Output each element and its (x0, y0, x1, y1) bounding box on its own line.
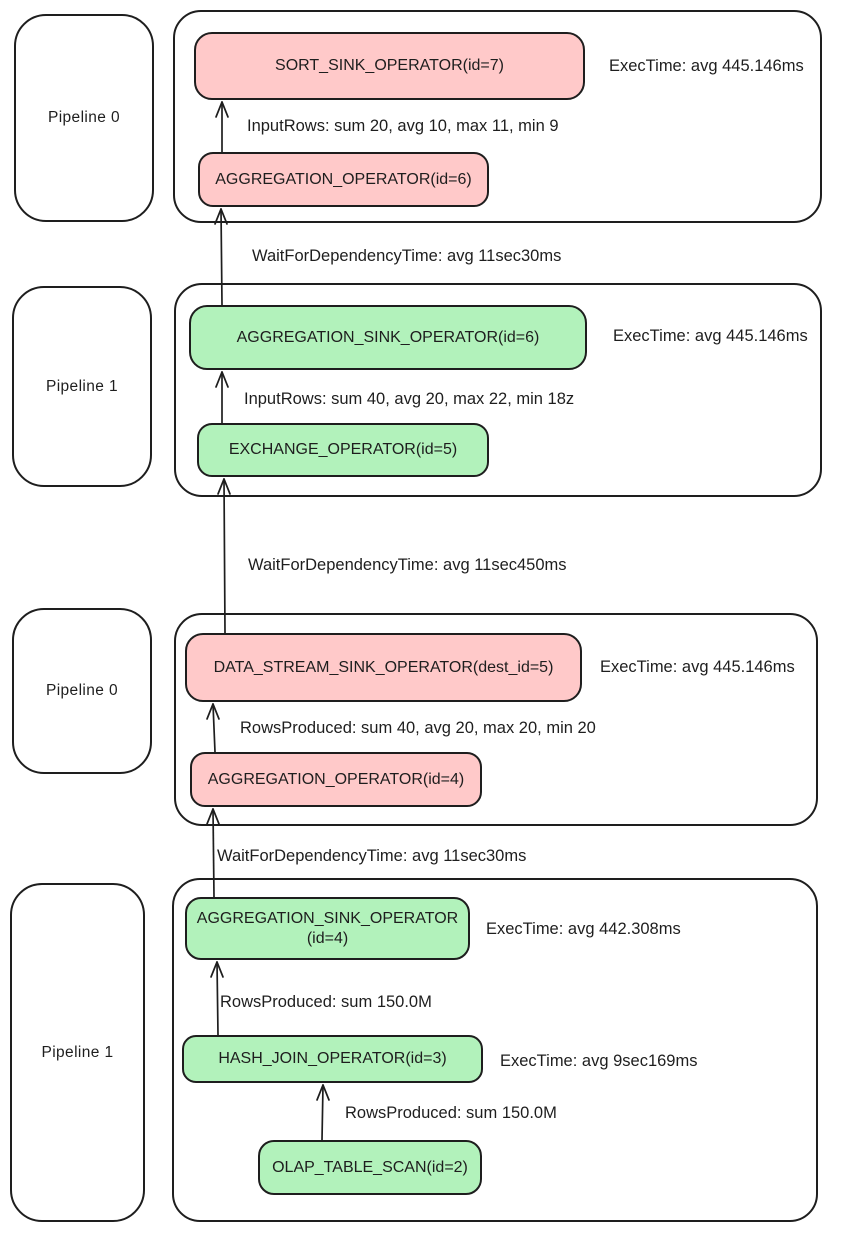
pipeline-label: Pipeline 0 (45, 682, 119, 699)
exec-time-label: ExecTime: avg 445.146ms (613, 326, 808, 345)
node-aggregation-sink-operator-4: AGGREGATION_SINK_OPERATOR (id=4) (185, 897, 470, 960)
node-label: AGGREGATION_SINK_OPERATOR (id=4) (196, 909, 459, 947)
edge-label-wait-dependency-1: WaitForDependencyTime: avg 11sec30ms (252, 246, 562, 265)
arrow-shaft (223, 478, 226, 634)
pipeline-box-3: Pipeline 1 (10, 883, 145, 1222)
pipeline-box-0: Pipeline 0 (14, 14, 154, 222)
node-sort-sink-operator: SORT_SINK_OPERATOR(id=7) (194, 32, 585, 100)
node-label: AGGREGATION_OPERATOR(id=4) (207, 770, 465, 788)
exec-time-label: ExecTime: avg 445.146ms (609, 56, 804, 75)
edge-label-wait-dependency-3: WaitForDependencyTime: avg 11sec30ms (217, 846, 527, 865)
node-olap-table-scan: OLAP_TABLE_SCAN(id=2) (258, 1140, 482, 1195)
node-label: DATA_STREAM_SINK_OPERATOR(dest_id=5) (213, 658, 554, 676)
pipeline-box-2: Pipeline 0 (12, 608, 152, 774)
node-label: HASH_JOIN_OPERATOR(id=3) (218, 1050, 447, 1067)
node-label: EXCHANGE_OPERATOR(id=5) (228, 441, 458, 458)
node-exchange-operator: EXCHANGE_OPERATOR(id=5) (197, 423, 489, 477)
node-aggregation-sink-operator-6: AGGREGATION_SINK_OPERATOR(id=6) (189, 305, 587, 370)
node-hash-join-operator: HASH_JOIN_OPERATOR(id=3) (182, 1035, 483, 1083)
edge-label-wait-dependency-2: WaitForDependencyTime: avg 11sec450ms (248, 555, 567, 574)
edge-label-rows-produced: RowsProduced: sum 150.0M (345, 1103, 557, 1122)
node-label: OLAP_TABLE_SCAN(id=2) (272, 1158, 468, 1176)
edge-label-rows-produced: RowsProduced: sum 40, avg 20, max 20, mi… (240, 718, 596, 737)
exec-time-label: ExecTime: avg 442.308ms (486, 919, 681, 938)
pipeline-label: Pipeline 0 (47, 109, 121, 126)
node-aggregation-operator-6: AGGREGATION_OPERATOR(id=6) (198, 152, 489, 207)
pipeline-label: Pipeline 1 (41, 1043, 114, 1061)
pipeline-label: Pipeline 1 (45, 377, 119, 395)
exec-time-label: ExecTime: avg 445.146ms (600, 657, 795, 676)
node-data-stream-sink-operator: DATA_STREAM_SINK_OPERATOR(dest_id=5) (185, 633, 582, 702)
edge-label-rows-produced: RowsProduced: sum 150.0M (220, 992, 432, 1011)
pipeline-box-1: Pipeline 1 (12, 286, 152, 487)
node-label: AGGREGATION_SINK_OPERATOR(id=6) (236, 328, 540, 346)
exec-time-label: ExecTime: avg 9sec169ms (500, 1051, 698, 1070)
edge-label-input-rows: InputRows: sum 20, avg 10, max 11, min 9 (247, 116, 559, 135)
node-label: SORT_SINK_OPERATOR(id=7) (275, 57, 504, 74)
node-label: AGGREGATION_OPERATOR(id=6) (215, 170, 472, 188)
edge-label-input-rows: InputRows: sum 40, avg 20, max 22, min 1… (244, 389, 575, 408)
node-aggregation-operator-4: AGGREGATION_OPERATOR(id=4) (190, 752, 482, 807)
